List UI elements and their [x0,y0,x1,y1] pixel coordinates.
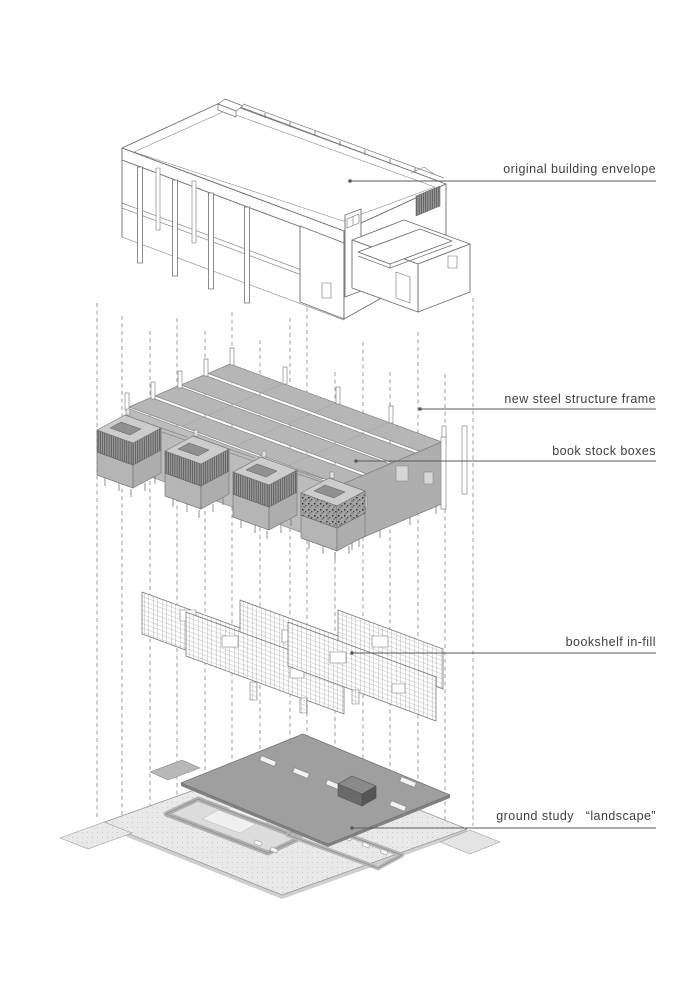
label-ground-study-landscape: ground study “landscape” [496,809,656,823]
bookshelf-infill-drawing [141,591,444,722]
upper-slab [180,733,451,845]
building-envelope-drawing [121,98,471,321]
steel-frame-posts [124,347,468,510]
roof-railing [239,103,445,183]
louver-vent [415,185,441,217]
shelf-fins [249,681,360,714]
label-new-steel-structure-frame: new steel structure frame [504,392,656,406]
frame-beams [160,427,325,484]
leader-lines [348,179,656,830]
book-stock-box-4-speckle [300,490,366,529]
label-original-building-envelope: original building envelope [503,162,656,176]
stair-box [337,775,377,807]
canopy [357,228,453,265]
label-bookshelf-in-fill: bookshelf in-fill [565,635,656,649]
annex [351,219,471,313]
columns [137,166,250,304]
steel-frame-and-book-boxes-drawing [96,347,468,561]
label-book-stock-boxes: book stock boxes [552,444,656,458]
box-top-seams [181,383,390,466]
ground-study-drawing [59,733,501,899]
slab-slots [259,755,417,812]
